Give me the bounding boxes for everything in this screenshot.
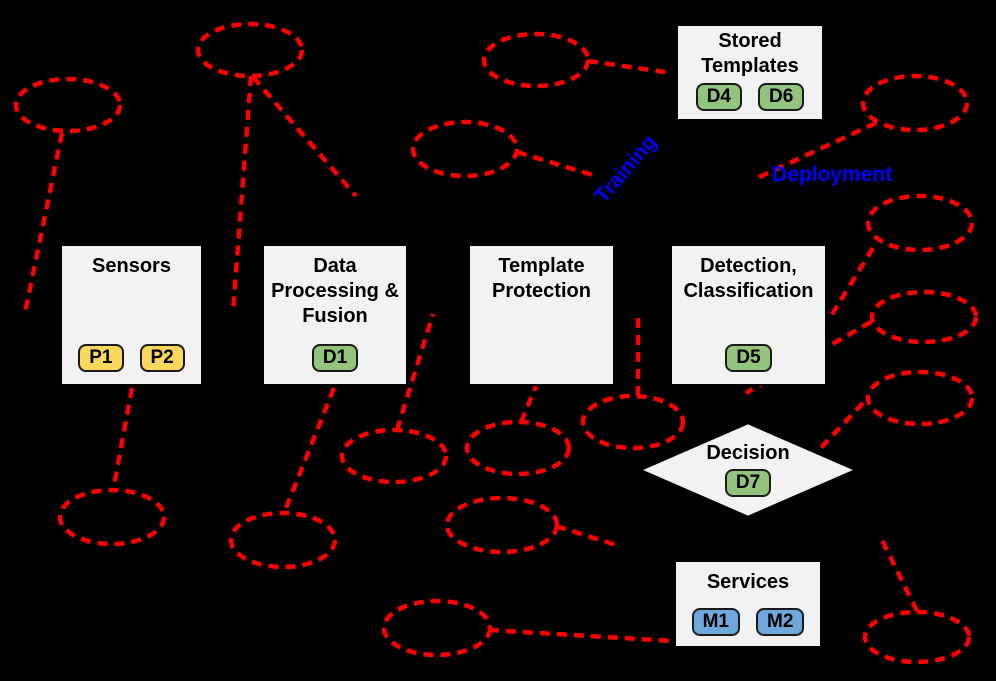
attack-pointer-line	[815, 401, 865, 454]
attack-pointer-line	[555, 523, 617, 548]
attack-point-ellipse	[860, 73, 970, 133]
module-detection-classification: Detection, Classification D5	[670, 244, 827, 386]
module-title: Decision	[706, 442, 790, 464]
attack-point-ellipse	[862, 609, 972, 665]
attack-pointer-line	[281, 387, 337, 514]
badge-m1: M1	[691, 608, 740, 636]
module-title: Stored Templates	[701, 30, 799, 77]
badge-row: D5	[672, 344, 825, 372]
badge-row: P1 P2	[62, 344, 201, 372]
module-services: Services M1 M2	[674, 560, 822, 648]
attack-pointer-line	[22, 132, 65, 314]
badge-row: D1	[264, 344, 406, 372]
badge-d6: D6	[758, 83, 805, 111]
badge-row: M1 M2	[676, 608, 820, 636]
badge-d1: D1	[311, 344, 359, 372]
attack-point-ellipse	[13, 76, 123, 134]
attack-point-ellipse	[580, 393, 686, 451]
attack-point-ellipse	[481, 31, 591, 89]
attack-point-ellipse	[869, 289, 979, 345]
badge-d5: D5	[725, 344, 772, 372]
module-sensors: Sensors P1 P2	[60, 244, 203, 386]
attack-pointer-line	[488, 627, 674, 644]
attack-pointer-line	[251, 75, 358, 198]
module-decision: Decision D7	[648, 441, 848, 505]
attack-point-ellipse	[865, 193, 975, 253]
attack-pointer-line	[829, 246, 875, 318]
badge-row: D4 D6	[678, 83, 822, 111]
attack-pointer-line	[879, 539, 920, 612]
attack-point-ellipse	[57, 487, 167, 547]
module-title: Template Protection	[492, 255, 591, 302]
module-title: Detection, Classification	[683, 255, 814, 302]
attack-pointer-line	[756, 120, 877, 181]
attack-pointer-line	[230, 75, 254, 313]
attack-pointer-line	[516, 149, 597, 179]
attack-pointer-line	[587, 58, 673, 76]
attack-point-ellipse	[865, 369, 975, 427]
badge-d4: D4	[695, 83, 742, 111]
badge-d7: D7	[724, 469, 772, 497]
module-title: Data Processing & Fusion	[271, 255, 399, 327]
badge-row: D7	[648, 469, 848, 497]
attack-point-ellipse	[228, 510, 338, 570]
module-stored-templates: Stored Templates D4 D6	[676, 24, 824, 121]
module-title: Sensors	[92, 255, 171, 277]
attack-point-ellipse	[410, 119, 520, 179]
module-title: Services	[706, 571, 790, 593]
attack-pointer-line	[518, 385, 539, 423]
attack-point-ellipse	[464, 419, 572, 477]
module-data-processing-fusion: Data Processing & Fusion D1	[262, 244, 408, 386]
badge-p1: P1	[78, 344, 124, 372]
attack-pointer-line	[394, 313, 436, 431]
badge-m2: M2	[756, 608, 805, 636]
attack-point-ellipse	[339, 427, 449, 485]
attack-point-ellipse	[381, 598, 493, 658]
deployment-phase-label: Deployment	[772, 163, 893, 186]
attack-pointer-line	[110, 387, 135, 492]
badge-p2: P2	[139, 344, 185, 372]
attack-point-ellipse	[195, 21, 305, 79]
attack-point-ellipse	[444, 495, 560, 555]
module-template-protection: Template Protection	[468, 244, 615, 386]
